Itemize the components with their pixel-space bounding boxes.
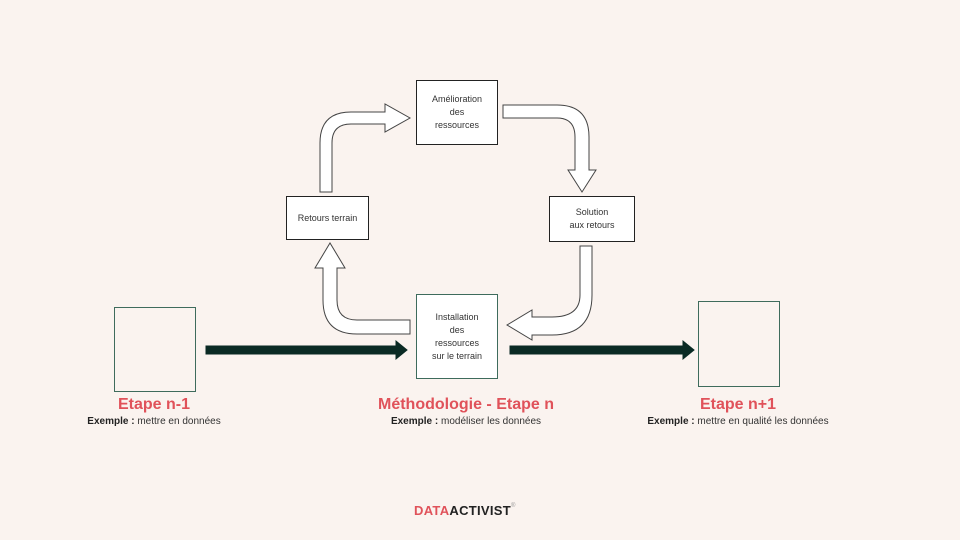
example-text: mettre en données [137,416,221,427]
step-title-n: Méthodologie - Etape n [378,396,554,413]
curved-arrow-top-left [319,103,412,193]
example-text: modéliser les données [440,416,542,427]
curved-arrow-bottom-left [314,242,411,335]
step-title-n-plus-1: Etape n+1 [699,396,777,413]
step-title-n-minus-1: Etape n-1 [117,396,190,413]
box-etape-n-plus-1 [698,301,780,387]
logo-registered-mark: ® [511,503,516,509]
example-text: mettre en qualité les données [697,416,829,427]
step-example-n-plus-1: Exemple : mettre en qualité les données [608,416,868,427]
step-example-n: Exemple : modéliser les données [346,416,586,427]
example-label: Exemple : [390,416,439,427]
logo-part-activist: ACTIVIST [449,503,512,518]
step-example-n-minus-1: Exemple : mettre en données [54,416,254,427]
example-label: Exemple : [647,416,695,427]
box-amelioration: Amélioration des ressources [416,80,498,145]
box-installation: Installation des ressources sur le terra… [416,294,498,379]
box-retours-terrain: Retours terrain [286,196,369,240]
logo-part-data: DATA [414,503,450,518]
arrow-left-to-center [205,339,408,361]
example-label: Exemple : [87,416,135,427]
box-etape-n-minus-1 [114,307,196,392]
arrow-center-to-right [509,339,695,361]
curved-arrow-top-right [502,104,597,193]
box-solution: Solution aux retours [549,196,635,242]
datactivist-logo: DATAACTIVIST® [414,503,516,518]
curved-arrow-bottom-right [506,245,593,341]
